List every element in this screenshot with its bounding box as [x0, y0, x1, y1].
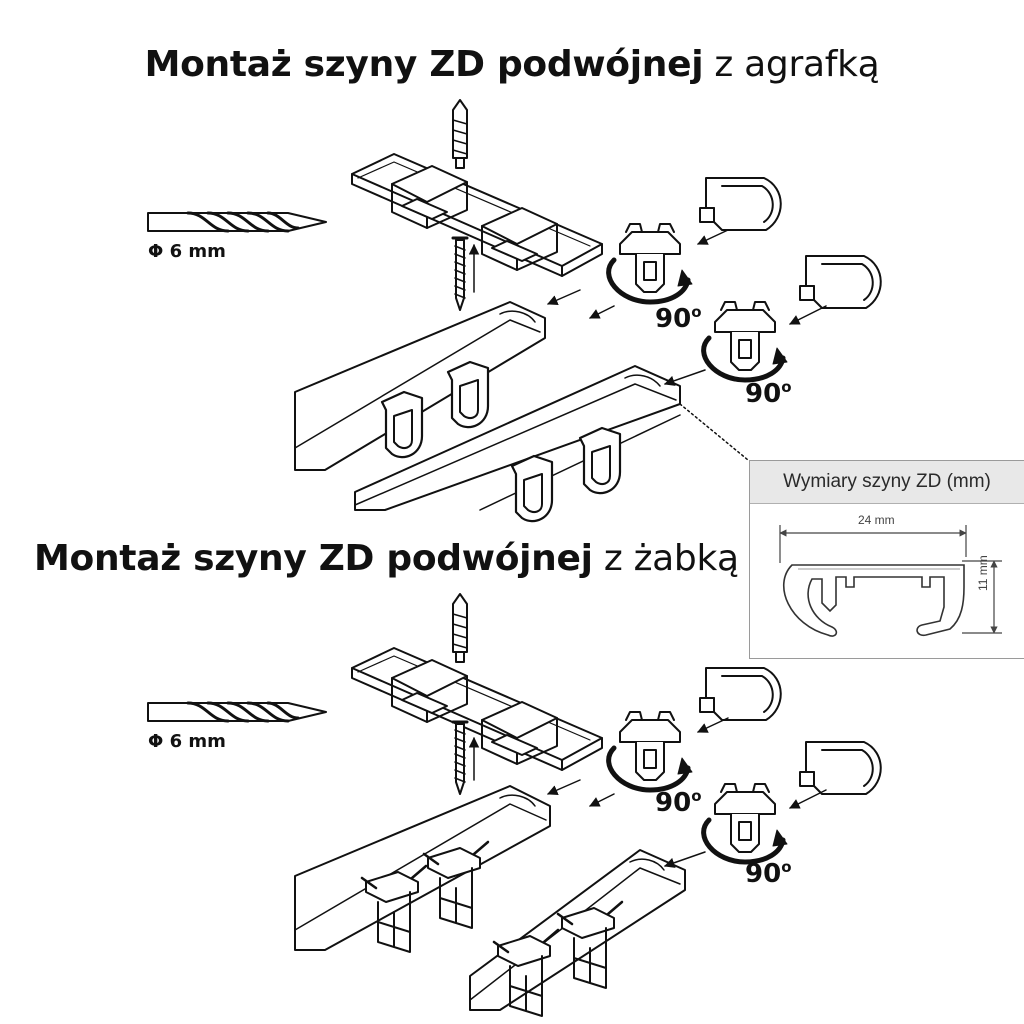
title-top-bold: Montaż szyny ZD podwójnej [144, 44, 704, 85]
hook-glider-icon [510, 454, 554, 523]
ceiling-bracket [351, 153, 603, 277]
rail-back-top [294, 301, 546, 471]
title-top-regular: z agrafką [714, 44, 880, 85]
drill-bit-icon [146, 701, 328, 723]
wall-plug-icon [452, 99, 468, 169]
drill-diameter-label-top: Φ 6 mm [148, 241, 226, 262]
end-cap-icon [699, 667, 782, 721]
end-cap-icon [799, 741, 882, 795]
rail-dimensions-title: Wymiary szyny ZD (mm) [750, 461, 1024, 504]
title-bottom-bold: Montaż szyny ZD podwójnej [34, 538, 593, 579]
wall-plug-icon [452, 593, 468, 663]
carrier-rotate-icon [609, 712, 692, 790]
hook-glider-icon [578, 426, 622, 495]
rail-width-label: 24 mm [858, 513, 895, 527]
rail-profile-drawing [779, 525, 1002, 637]
rail-front-top [354, 365, 681, 511]
screw-icon [451, 236, 469, 312]
carrier-rotate-icon [609, 224, 692, 302]
title-bottom: Montaż szyny ZD podwójnej z żabką [34, 538, 739, 579]
rotation-label: 90o [655, 787, 702, 818]
rail-dimensions-panel: Wymiary szyny ZD (mm) 24 mm 11 mm [749, 460, 1024, 659]
rotation-label: 90o [655, 303, 702, 334]
end-cap-icon [699, 177, 782, 231]
ceiling-bracket [351, 647, 603, 771]
title-top: Montaż szyny ZD podwójnej z agrafką [0, 44, 1024, 85]
end-cap-icon [799, 255, 882, 309]
drill-bit-icon [146, 211, 328, 233]
hook-glider-icon [380, 390, 424, 459]
drill-diameter-label-bottom: Φ 6 mm [148, 731, 226, 752]
carrier-rotate-icon [704, 302, 787, 380]
screw-icon [451, 720, 469, 796]
title-bottom-regular: z żabką [603, 538, 739, 579]
hook-glider-icon [446, 360, 490, 429]
carrier-rotate-icon [704, 784, 787, 862]
rotation-label: 90o [745, 378, 792, 409]
